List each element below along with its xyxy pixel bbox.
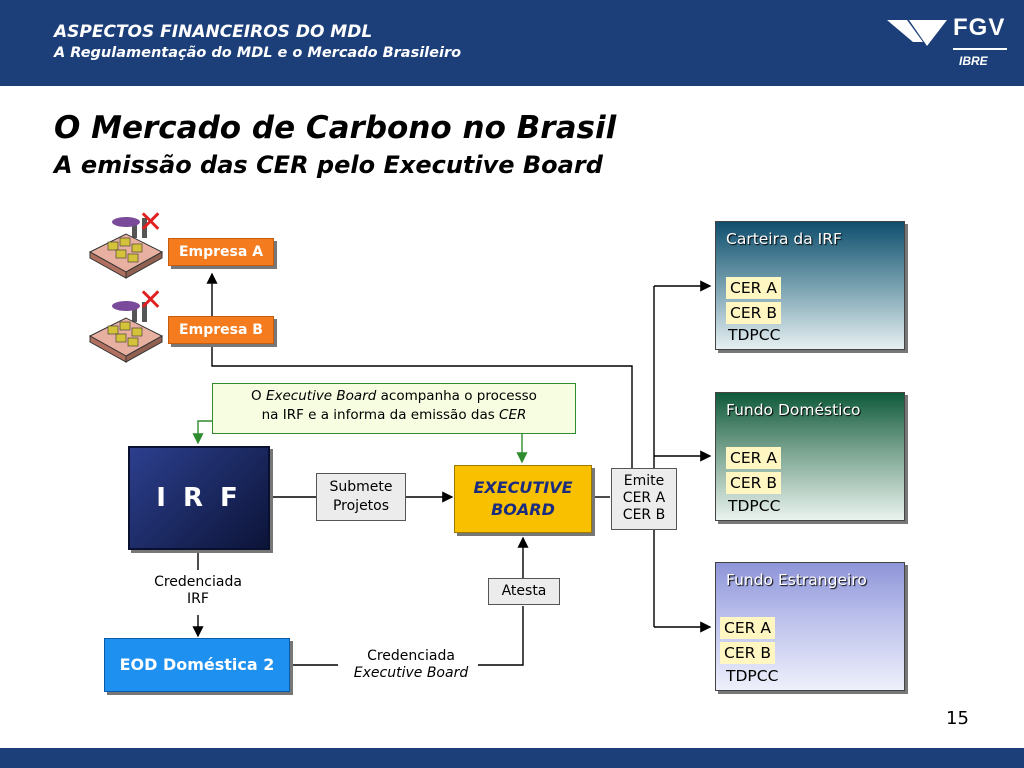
empresa-b-label: Empresa B — [168, 316, 274, 344]
executive-line-1: EXECUTIVE — [473, 478, 573, 497]
credenciada-eb-line-1: Credenciada — [367, 648, 455, 664]
panel-title: Fundo Doméstico — [726, 401, 861, 419]
irf-box: I R F — [128, 446, 270, 550]
line-empresa-emite — [211, 342, 633, 470]
header-title: ASPECTOS FINANCEIROS DO MDL — [54, 22, 373, 42]
cer-b-chip: CER B — [720, 642, 775, 664]
cross-icon-a: ✕ — [138, 205, 164, 240]
cer-a-chip: CER A — [726, 277, 781, 299]
slide-subtitle: A emissão das CER pelo Executive Board — [54, 151, 603, 179]
factory-icon — [88, 217, 164, 279]
tdpcc-label: TDPCC — [728, 497, 781, 515]
executive-board-box: EXECUTIVE BOARD — [454, 465, 592, 533]
credenciada-eb-label: Credenciada Executive Board — [338, 648, 484, 682]
note-line2-text: na IRF e a informa da emissão das — [261, 407, 500, 423]
panel-carteira-irf: Carteira da IRF CER A CER B TDPCC — [715, 221, 905, 350]
note-prefix: O — [251, 388, 266, 404]
panel-title: Carteira da IRF — [726, 230, 842, 248]
credenciada-irf-line-1: Credenciada — [154, 574, 242, 590]
emite-line-1: Emite — [623, 473, 665, 489]
panel-fundo-domestico: Fundo Doméstico CER A CER B TDPCC — [715, 392, 905, 521]
panel-fundo-estrangeiro: Fundo Estrangeiro CER A CER B TDPCC — [715, 562, 905, 691]
emite-line-3: CER B — [622, 507, 666, 523]
submete-line-2: Projetos — [332, 498, 390, 514]
executive-line-2: BOARD — [491, 500, 555, 519]
tdpcc-label: TDPCC — [728, 326, 781, 344]
credenciada-irf-line-2: IRF — [187, 591, 209, 607]
header-bar: ASPECTOS FINANCEIROS DO MDL A Regulament… — [0, 0, 1024, 86]
cer-a-chip: CER A — [726, 447, 781, 469]
page-number: 15 — [946, 708, 969, 729]
logo-divider — [953, 48, 1007, 50]
cross-icon-b: ✕ — [138, 283, 164, 318]
line-cred-atesta — [478, 606, 524, 666]
note-eb: Executive Board — [265, 388, 377, 404]
submete-line-1: Submete — [329, 479, 393, 495]
factory-icon-a — [86, 214, 166, 284]
credenciada-irf-label: Credenciada IRF — [138, 574, 258, 608]
cer-b-chip: CER B — [726, 472, 781, 494]
emite-line-2: CER A — [622, 490, 666, 506]
slide-title: O Mercado de Carbono no Brasil — [54, 110, 617, 146]
note-box: O Executive Board acompanha o processo n… — [212, 383, 576, 434]
fgv-emblem-icon — [887, 20, 947, 46]
panel-title: Fundo Estrangeiro — [726, 571, 867, 589]
header-subtitle: A Regulamentação do MDL e o Mercado Bras… — [54, 45, 462, 61]
logo-text: FGV — [953, 14, 1006, 41]
factory-icon-b — [86, 298, 166, 368]
cer-b-chip: CER B — [726, 302, 781, 324]
atesta-box: Atesta — [488, 578, 560, 605]
factory-icon — [88, 301, 164, 363]
emite-box: Emite CER A CER B — [611, 468, 677, 530]
fgv-logo: FGV IBRE — [885, 14, 1010, 74]
note-line-1: O Executive Board acompanha o processo — [213, 387, 575, 406]
empresa-a-label: Empresa A — [168, 238, 274, 266]
tdpcc-label: TDPCC — [726, 667, 779, 685]
cer-a-chip: CER A — [720, 617, 775, 639]
note-middle: acompanha o processo — [376, 388, 537, 404]
submete-box: Submete Projetos — [316, 473, 406, 521]
logo-subtext: IBRE — [959, 54, 988, 68]
footer-bar — [0, 748, 1024, 768]
note-cer: CER — [499, 407, 527, 423]
note-line-2: na IRF e a informa da emissão das CER — [213, 406, 575, 425]
eod-domestica-box: EOD Doméstica 2 — [104, 638, 290, 692]
arrow-note-irf — [192, 420, 212, 445]
credenciada-eb-line-2: Executive Board — [353, 665, 469, 681]
